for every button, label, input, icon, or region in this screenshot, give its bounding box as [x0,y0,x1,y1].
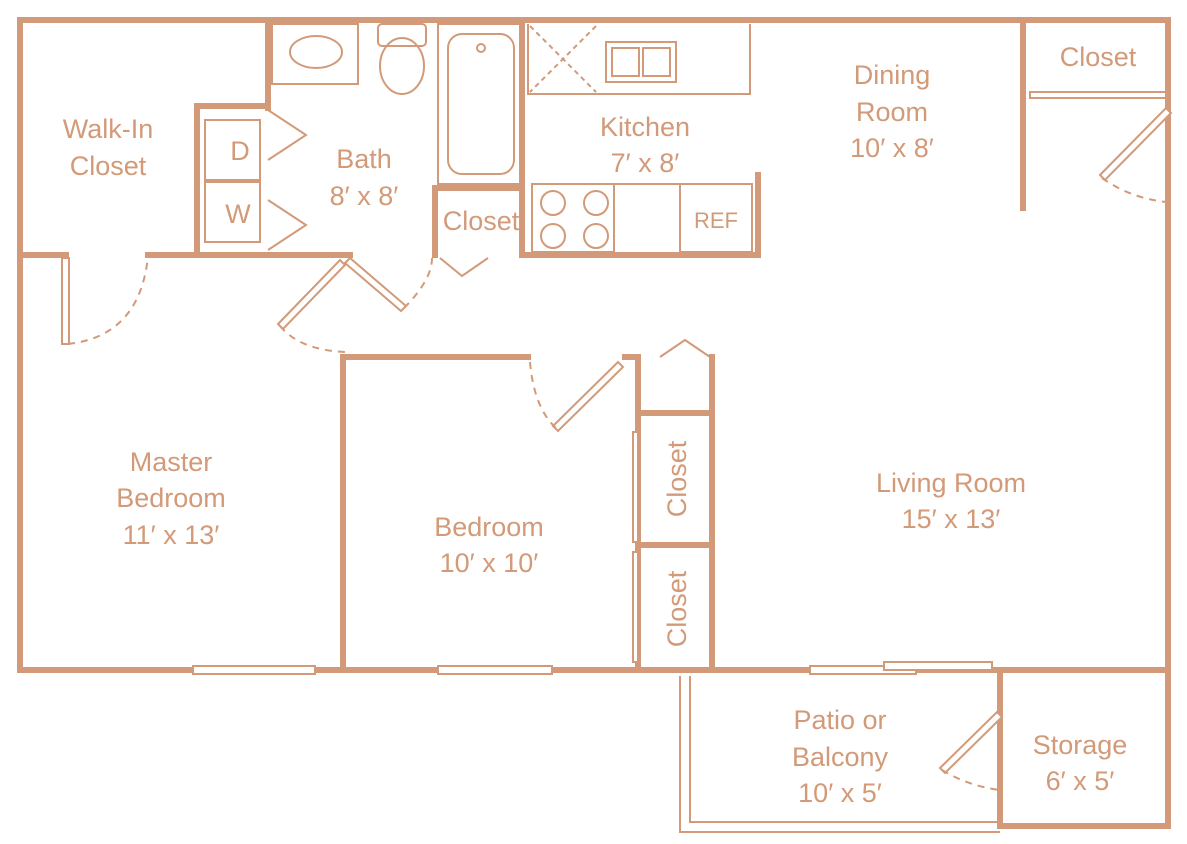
range-icon [531,183,615,253]
storage-label: Storage [1033,730,1128,760]
laundry-bifold-top [267,109,308,161]
dining-closet-door [1098,106,1173,182]
storage-outer-wall [997,667,1171,829]
patio-label-2: Balcony [792,742,889,772]
exterior-walls [17,17,1171,829]
closet-shelf [1029,91,1167,99]
bedroom-door [551,360,625,433]
walk-in-closet-label-2: Closet [70,151,147,181]
corner-cabinet [529,25,597,93]
hall-closet-bifold [439,257,489,278]
bathtub-icon [437,23,523,185]
windows [192,661,993,675]
kitchen-counter-wall [519,172,761,258]
master-bedroom-label-2: Bedroom [116,483,226,513]
bedroom-door-swing [529,361,557,429]
storage-size: 6′ x 5′ [1046,766,1115,796]
master-window [192,665,316,675]
bathtub-inner [447,33,515,175]
refrigerator-icon [679,183,753,253]
walk-in-closet-label-1: Walk-In [63,114,154,144]
lower-closet-label: Closet [662,570,692,647]
bath-sink-icon [289,35,343,69]
master-bedroom-label-1: Master [130,447,213,477]
master-bedroom-door [276,258,347,331]
closet-top-right-label: Closet [1060,42,1137,72]
upper-closet-slider [632,431,639,543]
dryer-label: D [230,136,250,166]
kitchen-sink-icon [605,41,677,83]
living-room-label: Living Room [876,468,1026,498]
storage-door-swing [941,769,1001,791]
bath-door-swing [403,257,433,309]
burner-icon [540,190,566,216]
dryer-icon [204,119,261,181]
walk-in-closet-door-swing [67,255,149,345]
patio-railing-outer [679,676,1000,833]
toilet-tank-icon [377,23,427,47]
master-bedroom-size: 11′ x 13′ [123,520,220,550]
washer-label: W [225,199,251,229]
kitchen-label: Kitchen [600,112,690,142]
living-room-size: 15′ x 13′ [902,504,1001,534]
kitchen-size: 7′ x 8′ [611,148,680,178]
kitchen-sink-basin-right [642,47,671,77]
dining-room-label-1: Dining [854,60,931,90]
bedroom-window [437,665,553,675]
labels: Walk-In Closet Bath 8′ x 8′ Kitchen 7′ x… [63,42,1137,808]
dining-room-label-2: Room [856,97,928,127]
bath-vanity [271,23,359,85]
dining-room-size: 10′ x 8′ [850,133,934,163]
bath-size: 8′ x 8′ [330,181,399,211]
dining-closet-door-swing [1101,177,1167,203]
toilet-bowl-icon [379,37,425,95]
outer-wall [17,17,1171,673]
walk-in-closet-door [61,257,70,345]
hall-closet-label: Closet [443,206,520,236]
patio-railing-inner [689,676,1000,823]
burner-icon [583,190,609,216]
bathtub-drain-icon [476,43,486,53]
storage-door [938,710,1004,775]
kitchen-sink-basin-left [611,47,640,77]
bath-door [343,256,408,313]
bath-label: Bath [336,144,392,174]
burner-icon [583,223,609,249]
fixtures [204,23,753,253]
doors [61,91,1173,791]
patio-slider-b [883,661,993,671]
laundry-bifold-bottom [267,199,308,251]
linen-closet-bifold [659,338,711,358]
burner-icon [540,223,566,249]
bedroom-size: 10′ x 10′ [440,548,539,578]
master-bedroom-door-swing [279,325,346,353]
lower-closet-slider [632,551,639,663]
kitchen-counter [527,24,751,95]
patio-size: 10′ x 5′ [798,778,882,808]
refrigerator-label: REF [694,208,738,233]
bedroom-label: Bedroom [434,512,544,542]
patio-label-1: Patio or [793,705,886,735]
washer-icon [204,181,261,243]
upper-closet-label: Closet [662,440,692,517]
